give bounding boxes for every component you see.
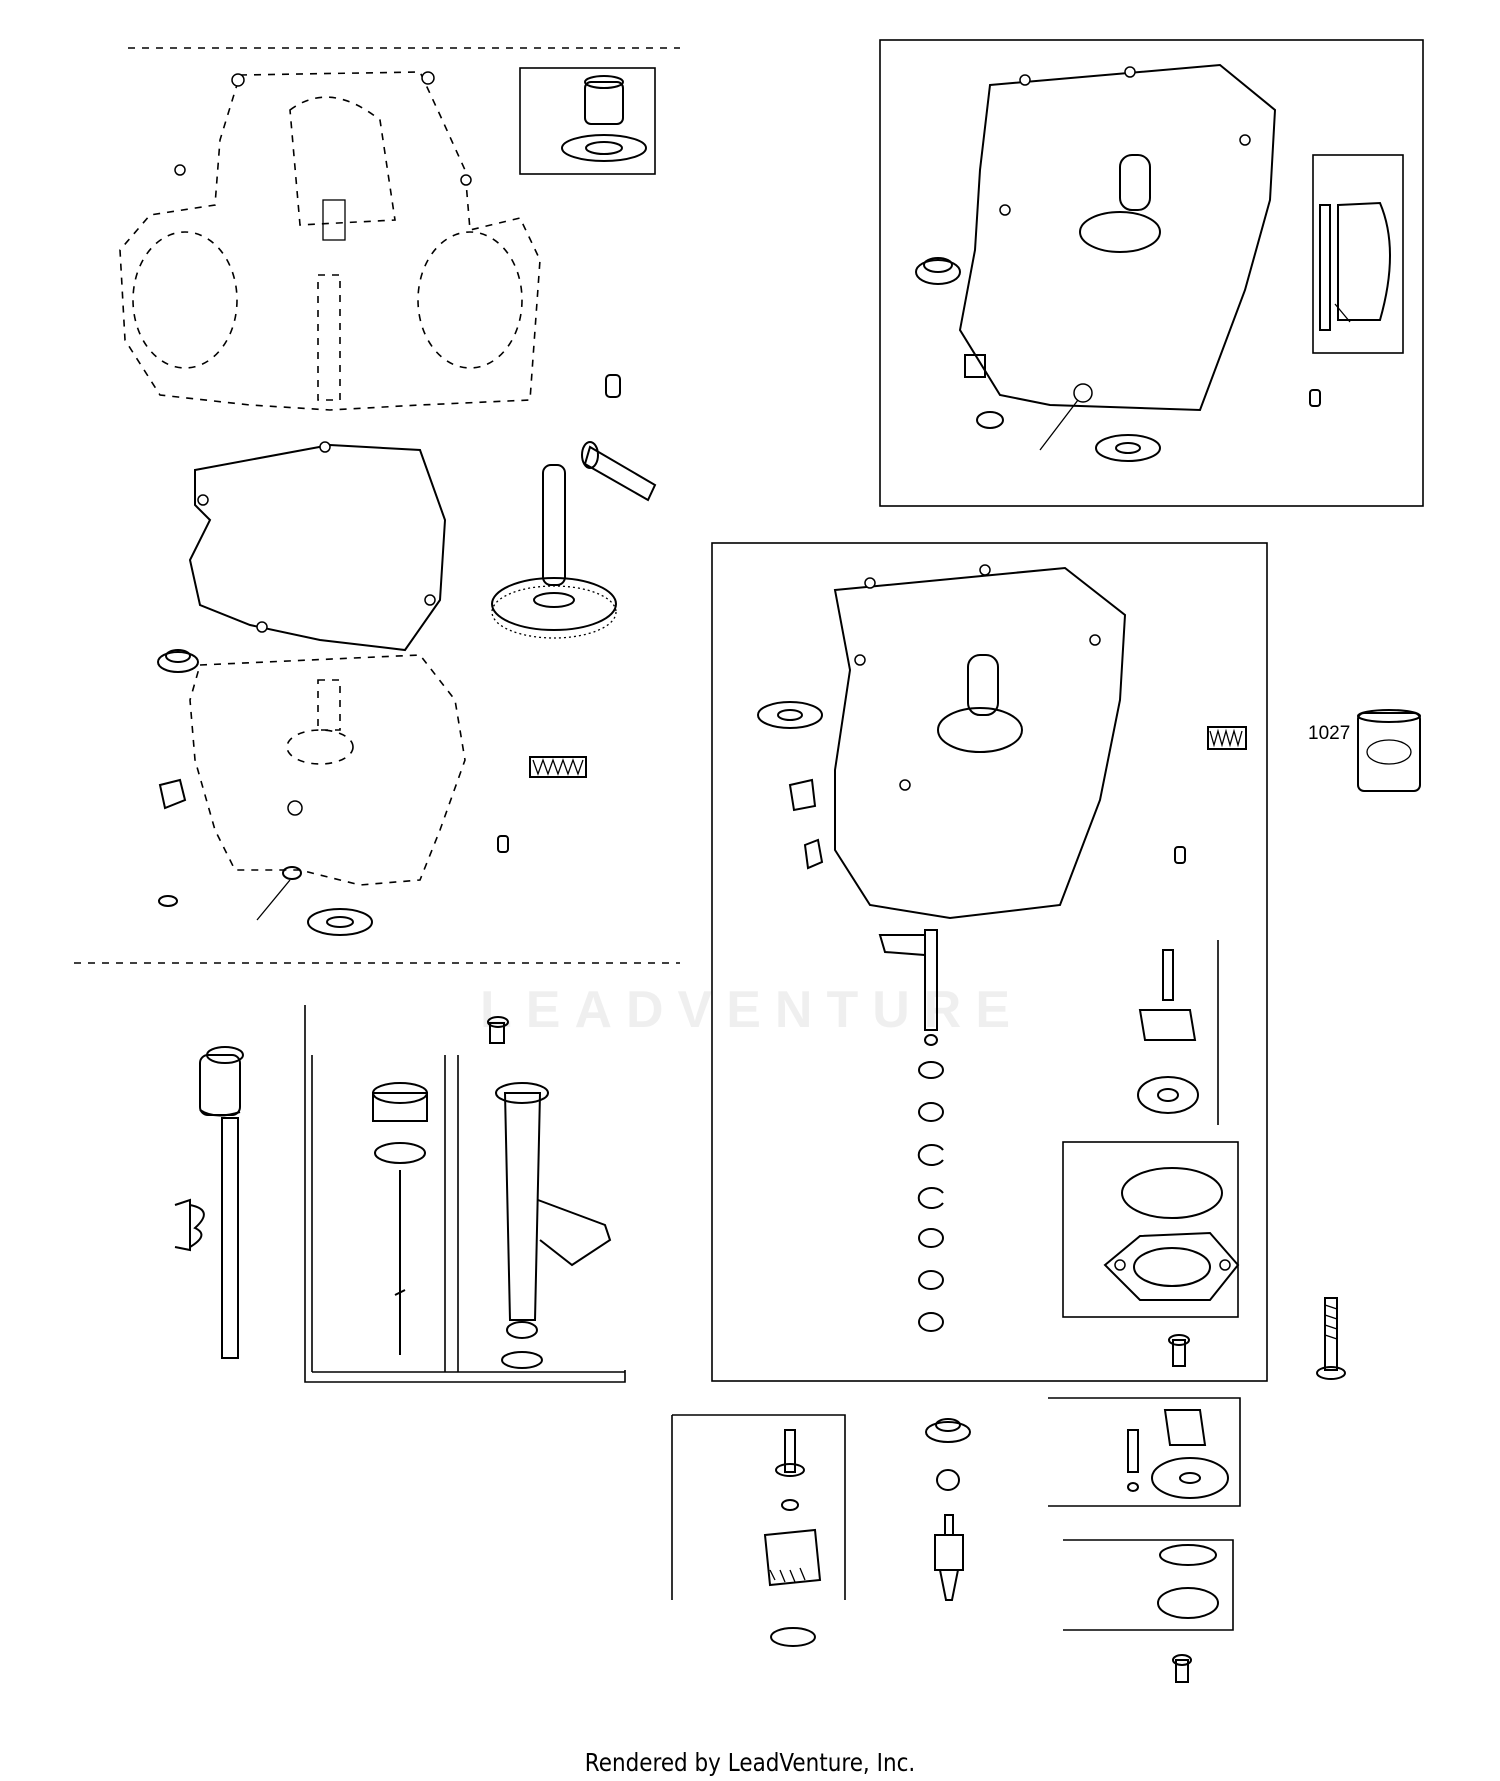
dipstick-tube-kit xyxy=(304,1005,626,1383)
oil-pump-kit xyxy=(1048,1397,1241,1507)
governor-gear-kit xyxy=(671,1414,846,1647)
oil-pressure-sender xyxy=(925,1418,971,1601)
oil-filter xyxy=(1357,709,1421,792)
crankcase-cover-left xyxy=(189,654,466,921)
cylinder-block xyxy=(119,71,541,411)
drain-plug-left xyxy=(158,778,187,810)
part-callout-1027: 1027 xyxy=(1308,723,1351,744)
clip-left xyxy=(497,835,509,853)
crankcase-variant-top xyxy=(879,39,1424,507)
dowel-pin xyxy=(605,374,621,398)
seal-left xyxy=(307,908,373,936)
footer-credit: Rendered by LeadVenture, Inc. xyxy=(584,1748,916,1777)
camshaft-gear xyxy=(491,441,657,639)
washer-left xyxy=(158,895,178,907)
watermark: LEADVENTURE xyxy=(480,981,1025,1039)
spring-left xyxy=(529,756,587,778)
crankcase-variant-center xyxy=(711,542,1268,1382)
oil-fill-cap xyxy=(157,651,199,673)
bushing-seal-kit xyxy=(519,67,656,175)
pump-cover-kit xyxy=(1063,1539,1234,1683)
long-bolt xyxy=(1316,1297,1346,1380)
pto-shaft xyxy=(174,1046,244,1359)
crankcase-gasket xyxy=(188,441,447,652)
